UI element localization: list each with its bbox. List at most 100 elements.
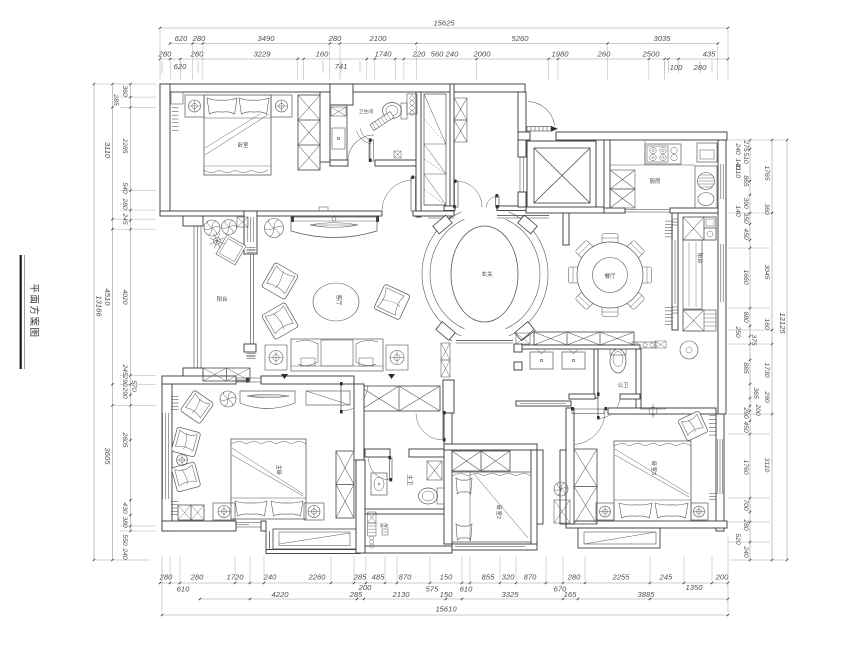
- svg-text:520: 520: [734, 533, 741, 545]
- svg-text:670: 670: [554, 585, 567, 594]
- svg-text:550: 550: [121, 534, 128, 546]
- svg-text:1980: 1980: [552, 50, 570, 59]
- svg-text:2130: 2130: [392, 590, 411, 599]
- svg-text:510: 510: [742, 152, 749, 164]
- svg-text:阳台: 阳台: [216, 295, 228, 303]
- svg-text:280: 280: [192, 34, 206, 43]
- svg-text:160: 160: [316, 50, 329, 59]
- svg-text:3045: 3045: [763, 264, 770, 279]
- svg-text:阳台: 阳台: [696, 252, 704, 264]
- svg-text:280: 280: [190, 50, 204, 59]
- svg-text:250: 250: [734, 325, 741, 338]
- svg-text:280: 280: [159, 573, 173, 582]
- svg-text:2000: 2000: [473, 50, 492, 59]
- svg-text:280: 280: [158, 50, 172, 59]
- svg-text:1730: 1730: [763, 362, 770, 377]
- svg-text:865: 865: [742, 175, 749, 187]
- svg-text:4220: 4220: [272, 590, 290, 599]
- svg-text:3885: 3885: [638, 590, 656, 599]
- svg-text:245: 245: [121, 212, 128, 225]
- svg-text:280: 280: [742, 518, 749, 531]
- svg-text:2500: 2500: [642, 50, 661, 59]
- svg-text:3605: 3605: [103, 448, 112, 466]
- svg-text:620: 620: [175, 34, 188, 43]
- svg-text:卧室3: 卧室3: [650, 461, 658, 475]
- svg-text:150: 150: [440, 573, 453, 582]
- svg-text:285: 285: [353, 573, 367, 582]
- svg-text:245: 245: [659, 573, 673, 582]
- svg-text:4510: 4510: [103, 289, 112, 307]
- svg-text:餐厅: 餐厅: [604, 272, 616, 280]
- svg-text:卫生间: 卫生间: [359, 108, 374, 115]
- svg-text:3110: 3110: [103, 142, 112, 159]
- svg-text:厨房: 厨房: [649, 177, 661, 185]
- svg-text:1110: 1110: [734, 164, 741, 178]
- svg-text:240: 240: [121, 547, 128, 560]
- svg-text:200: 200: [715, 573, 729, 582]
- svg-text:220: 220: [412, 50, 426, 59]
- svg-text:610: 610: [177, 585, 190, 594]
- svg-text:2285: 2285: [121, 137, 128, 153]
- svg-text:140: 140: [734, 205, 741, 217]
- svg-text:350: 350: [742, 212, 749, 224]
- svg-text:玄关: 玄关: [481, 270, 493, 278]
- svg-text:1720: 1720: [227, 573, 245, 582]
- svg-text:360: 360: [763, 203, 770, 215]
- svg-text:380: 380: [121, 516, 128, 528]
- svg-text:160: 160: [763, 318, 770, 330]
- svg-text:平面方案图: 平面方案图: [28, 283, 40, 338]
- svg-text:855: 855: [482, 573, 495, 582]
- svg-text:4020: 4020: [121, 289, 128, 304]
- svg-text:3035: 3035: [654, 34, 672, 43]
- svg-text:240: 240: [445, 50, 459, 59]
- svg-text:1350: 1350: [686, 583, 704, 592]
- svg-text:15610: 15610: [435, 605, 457, 614]
- svg-text:540: 540: [121, 182, 128, 194]
- svg-text:560: 560: [431, 50, 444, 59]
- svg-text:家政: 家政: [380, 522, 389, 529]
- svg-text:280: 280: [567, 573, 581, 582]
- svg-text:13125: 13125: [778, 312, 787, 334]
- svg-text:240: 240: [734, 142, 741, 155]
- svg-text:客厅: 客厅: [335, 294, 343, 306]
- svg-text:280: 280: [121, 197, 128, 210]
- svg-text:450: 450: [742, 421, 749, 433]
- svg-text:285: 285: [112, 93, 119, 106]
- svg-text:290: 290: [742, 406, 749, 419]
- svg-text:375: 375: [750, 334, 757, 346]
- svg-text:290: 290: [763, 390, 770, 403]
- svg-text:165: 165: [564, 590, 577, 599]
- svg-text:360: 360: [121, 85, 128, 97]
- svg-text:275: 275: [742, 139, 749, 152]
- svg-text:1760: 1760: [742, 459, 749, 474]
- svg-text:2605: 2605: [121, 431, 128, 447]
- svg-text:2100: 2100: [369, 34, 388, 43]
- svg-text:485: 485: [372, 573, 385, 582]
- svg-text:280: 280: [190, 573, 204, 582]
- svg-text:卧室2: 卧室2: [495, 505, 503, 519]
- svg-text:5260: 5260: [512, 34, 530, 43]
- svg-text:610: 610: [460, 585, 473, 594]
- svg-text:100: 100: [670, 63, 683, 72]
- svg-text:3110: 3110: [763, 458, 770, 473]
- svg-text:435: 435: [703, 50, 716, 59]
- svg-text:680: 680: [742, 311, 749, 323]
- svg-text:320: 320: [502, 573, 515, 582]
- svg-text:885: 885: [742, 362, 749, 374]
- svg-text:430: 430: [121, 502, 128, 514]
- svg-text:3325: 3325: [502, 590, 520, 599]
- svg-text:200: 200: [754, 403, 761, 416]
- svg-text:150: 150: [440, 590, 453, 599]
- svg-text:575: 575: [426, 585, 439, 594]
- svg-text:15625: 15625: [433, 19, 455, 28]
- svg-text:2260: 2260: [308, 573, 327, 582]
- svg-text:260: 260: [597, 50, 611, 59]
- svg-text:870: 870: [524, 573, 537, 582]
- svg-text:1765: 1765: [763, 165, 770, 180]
- svg-text:290: 290: [121, 386, 128, 399]
- svg-text:13166: 13166: [95, 295, 104, 317]
- svg-text:卧室: 卧室: [237, 141, 249, 149]
- svg-text:1740: 1740: [375, 50, 393, 59]
- svg-text:3490: 3490: [258, 34, 276, 43]
- svg-text:450: 450: [742, 228, 749, 240]
